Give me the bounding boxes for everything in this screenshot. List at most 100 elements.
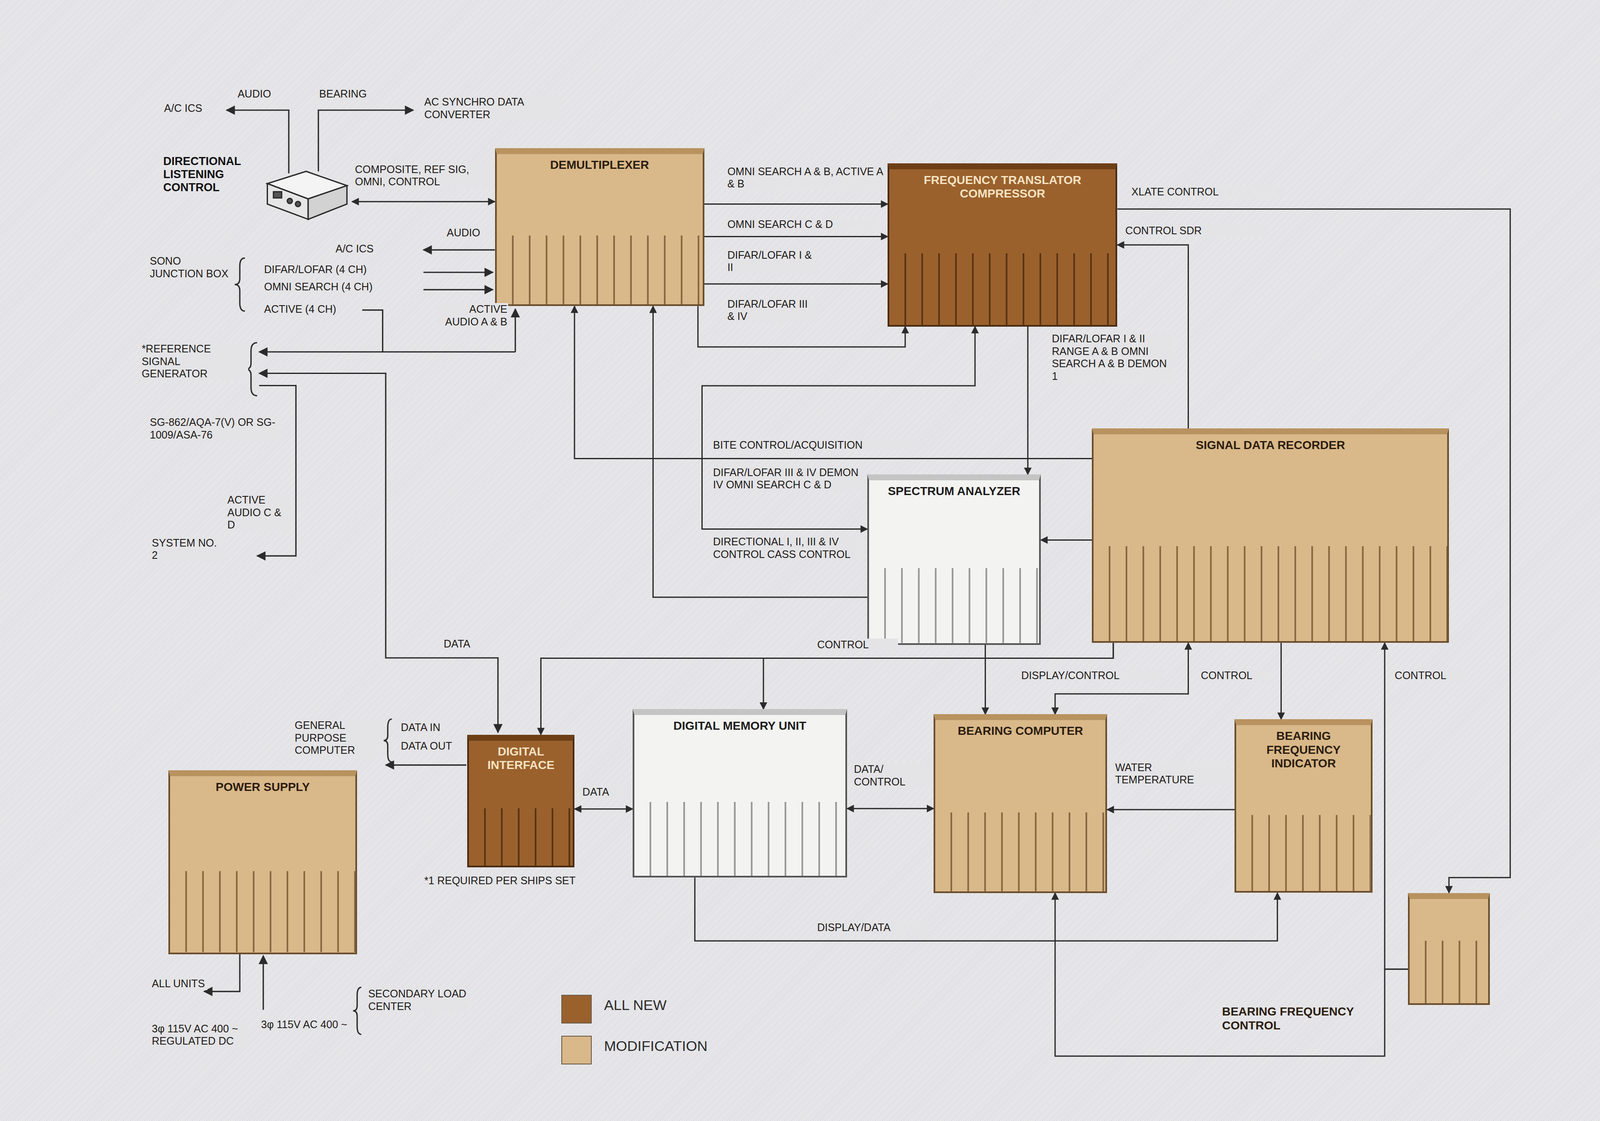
connector-label: OMNI SEARCH A & B, ACTIVE A & B	[726, 165, 888, 191]
signal-label: AC SYNCHRO DATA CONVERTER	[423, 95, 561, 121]
signal-label: DIFAR/LOFAR (4 CH)	[263, 263, 368, 277]
data-wire	[385, 764, 467, 766]
signal-label: *REFERENCE SIGNAL GENERATOR	[140, 342, 249, 381]
signal-connector	[704, 235, 888, 238]
unit-name: FREQUENCY TRANSLATOR COMPRESSOR	[889, 169, 1116, 205]
sono-wire	[423, 271, 493, 274]
signal-label: DATA OUT	[400, 739, 453, 753]
signal-label: A/C ICS	[163, 102, 204, 115]
signal-connector	[351, 200, 496, 203]
connector-label: DIFAR/LOFAR I & II RANGE A & B OMNI SEAR…	[1050, 332, 1174, 383]
signal-connector	[847, 807, 934, 810]
unit-name: BEARING FREQUENCY INDICATOR	[1236, 725, 1371, 775]
rack-unit: FREQUENCY TRANSLATOR COMPRESSOR	[887, 163, 1118, 327]
rack-unit: BEARING COMPUTER	[933, 714, 1108, 893]
connector-label: DIFAR/LOFAR I & II	[726, 249, 819, 274]
signal-connector	[1027, 326, 1029, 475]
connector-label: XLATE CONTROL	[1130, 185, 1284, 199]
connector-label: CONTROL	[816, 638, 898, 652]
connector-label: DIRECTIONAL I, II, III & IV CONTROL CASS…	[712, 535, 864, 561]
signal-label: A/C ICS	[334, 242, 375, 256]
connector-label: DIFAR/LOFAR III & IV	[726, 297, 819, 323]
connector-label: CONTROL SDR	[1124, 224, 1268, 238]
signal-label: ACTIVE AUDIO A & B	[436, 303, 509, 328]
connector-label: DATA	[581, 785, 633, 799]
connector-label: COMPOSITE, REF SIG, OMNI, CONTROL	[354, 163, 496, 189]
listening-control-icon	[267, 171, 347, 220]
signal-label: 3φ 115V AC 400 ~	[260, 1018, 351, 1032]
signal-connector	[1280, 642, 1282, 720]
unit-name: SPECTRUM ANALYZER	[869, 480, 1040, 503]
unit-name: BEARING COMPUTER	[935, 720, 1106, 742]
signal-label: SYSTEM NO. 2	[151, 536, 225, 562]
signal-connector	[1107, 809, 1235, 811]
connector-label: CONTROL	[1394, 669, 1466, 683]
signal-label: DATA IN	[400, 721, 442, 734]
rack-unit: SPECTRUM ANALYZER	[867, 474, 1041, 645]
audio-wire	[423, 249, 495, 251]
legend-swatch	[561, 1035, 593, 1065]
signal-label: AUDIO	[236, 87, 272, 101]
signal-label: SECONDARY LOAD CENTER	[367, 987, 470, 1013]
signal-connector	[1384, 642, 1409, 970]
signal-label: AUDIO	[446, 226, 482, 240]
signal-label: BEARING	[318, 87, 368, 101]
signal-connector	[1055, 893, 1409, 1057]
bracket	[234, 257, 245, 312]
bearing-wire	[318, 110, 414, 172]
signal-label: SG-862/AQA-7(V) OR SG-1009/ASA-76	[148, 416, 282, 442]
bracket	[383, 719, 392, 763]
power-wire	[204, 953, 241, 992]
unit-name: DIGITAL INTERFACE	[468, 740, 573, 777]
signal-label: OMNI SEARCH (4 CH)	[263, 280, 374, 294]
connector-label: OMNI SEARCH C & D	[726, 218, 880, 231]
recorder-console: SIGNAL DATA RECORDER	[1091, 428, 1449, 643]
data-wire	[259, 373, 499, 733]
signal-label: DATA	[442, 637, 472, 651]
connector-label: WATER TEMPERATURE	[1114, 761, 1232, 787]
signal-connector	[984, 644, 986, 715]
connector-label: DIFAR/LOFAR III & IV DEMON IV OMNI SEARC…	[712, 466, 866, 492]
legend-text: ALL NEW	[603, 996, 667, 1014]
unit-name: BEARING FREQUENCY CONTROL	[1221, 1004, 1379, 1032]
signal-label: 3φ 115V AC 400 ~ REGULATED DC	[151, 1022, 249, 1048]
signal-label: SONO JUNCTION BOX	[148, 254, 236, 280]
unit-name: DEMULTIPLEXER	[496, 154, 703, 176]
sono-wire	[423, 289, 493, 291]
rack-unit: DIGITAL INTERFACE	[467, 734, 575, 868]
connector-label: BITE CONTROL/ACQUISITION	[712, 438, 917, 452]
rack-unit: DIGITAL MEMORY UNIT	[632, 709, 848, 878]
power-unit: POWER SUPPLY	[168, 770, 358, 954]
signal-connector	[652, 305, 868, 598]
signal-connector	[1040, 539, 1092, 541]
signal-label: ACTIVE (4 CH)	[263, 303, 338, 316]
legend-swatch	[561, 994, 593, 1024]
signal-connector	[704, 283, 888, 285]
control-cabinet: BEARING FREQUENCY CONTROL	[1407, 893, 1490, 1006]
active-audio-wire	[514, 308, 516, 352]
connector-label: CONTROL	[1199, 669, 1272, 683]
signal-connector	[574, 808, 633, 810]
unit-name: DIRECTIONAL LISTENING CONTROL	[163, 153, 276, 196]
connector-label: DATA/ CONTROL	[852, 763, 933, 788]
connector-label: DISPLAY/DATA	[816, 921, 929, 935]
active-audio-wire	[259, 351, 516, 353]
bracket	[353, 987, 362, 1035]
signal-label: GENERAL PURPOSE COMPUTER	[293, 719, 384, 757]
unit-name: POWER SUPPLY	[170, 776, 356, 799]
unit-name: SIGNAL DATA RECORDER	[1093, 434, 1448, 457]
rack-unit: DEMULTIPLEXER	[495, 148, 705, 307]
signal-label: ACTIVE AUDIO C & D	[226, 493, 290, 532]
signal-label: *1 REQUIRED PER SHIPS SET	[423, 874, 577, 888]
power-wire	[262, 955, 264, 1010]
connector-label: DISPLAY/CONTROL	[1020, 669, 1164, 683]
signal-connector	[574, 305, 1092, 459]
signal-connector	[704, 203, 888, 205]
control-unit: DIRECTIONAL LISTENING CONTROL	[163, 153, 352, 223]
indicator-unit: BEARING FREQUENCY INDICATOR	[1234, 719, 1373, 893]
active-wire	[362, 310, 383, 352]
legend-text: MODIFICATION	[603, 1037, 708, 1055]
unit-name: DIGITAL MEMORY UNIT	[634, 714, 846, 737]
signal-label: ALL UNITS	[151, 977, 208, 991]
